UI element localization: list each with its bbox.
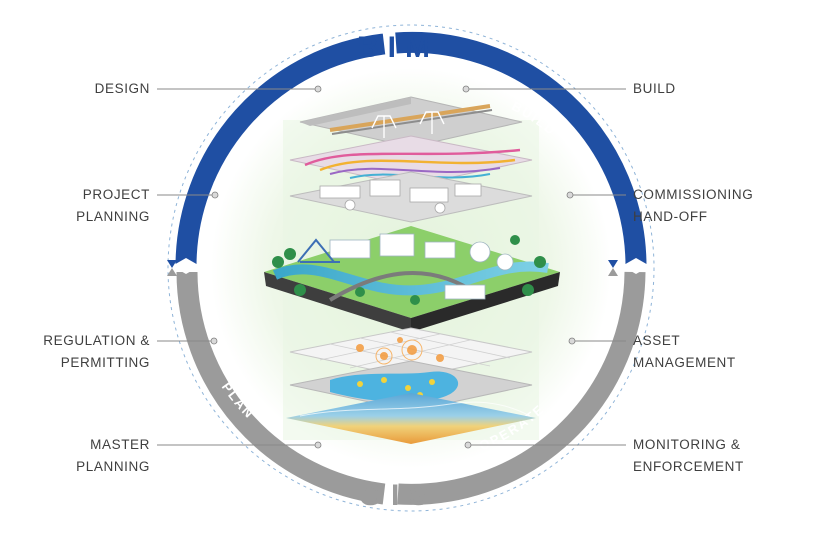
bottom-arrow-notch [384,480,396,508]
label-master-planning-line2: PLANNING [76,459,150,474]
label-monitoring-line2: ENFORCEMENT [633,459,744,474]
label-build: BUILD [633,78,676,100]
label-project-planning: PROJECT PLANNING [76,184,150,228]
label-regulation-line1: REGULATION & [43,333,150,348]
leader-lines [157,88,626,446]
label-project-planning-line1: PROJECT [82,187,150,202]
left-marker-gray [167,268,177,276]
gis-arc-operate [397,271,646,505]
bim-title: BIM [357,31,439,64]
label-project-planning-line2: PLANNING [76,209,150,224]
layer-terrain [286,393,536,444]
outer-dashed-ring [167,24,655,512]
left-arrow-notch [172,258,200,274]
label-regulation-permitting: REGULATION & PERMITTING [43,330,150,374]
right-arrow-notch [622,258,650,274]
label-design-line1: DESIGN [94,81,150,96]
gis-title: GIS [359,479,438,512]
label-monitoring-line1: MONITORING & [633,437,741,452]
label-commissioning-handoff: COMMISSIONING HAND-OFF [633,184,753,228]
top-arrow-notch [384,30,396,58]
label-commissioning-line1: COMMISSIONING [633,187,754,202]
left-marker-blue [167,260,177,268]
layer-stack [264,96,560,444]
gis-arc-plan [176,271,386,505]
label-master-planning-line1: MASTER [90,437,150,452]
right-marker-blue [608,260,618,268]
label-regulation-line2: PERMITTING [60,355,150,370]
label-commissioning-line2: HAND-OFF [633,209,708,224]
right-marker-gray [608,268,618,276]
label-build-line1: BUILD [633,81,676,96]
label-monitoring-enforcement: MONITORING & ENFORCEMENT [633,434,744,478]
label-asset-management-line2: MANAGEMENT [633,355,736,370]
leader-dots [210,85,576,449]
label-asset-management: ASSET MANAGEMENT [633,330,736,374]
bim-arc-design [175,33,386,267]
label-asset-management-line1: ASSET [633,333,681,348]
label-master-planning: MASTER PLANNING [76,434,150,478]
bim-arc-build [395,31,647,267]
label-design: DESIGN [95,78,150,100]
